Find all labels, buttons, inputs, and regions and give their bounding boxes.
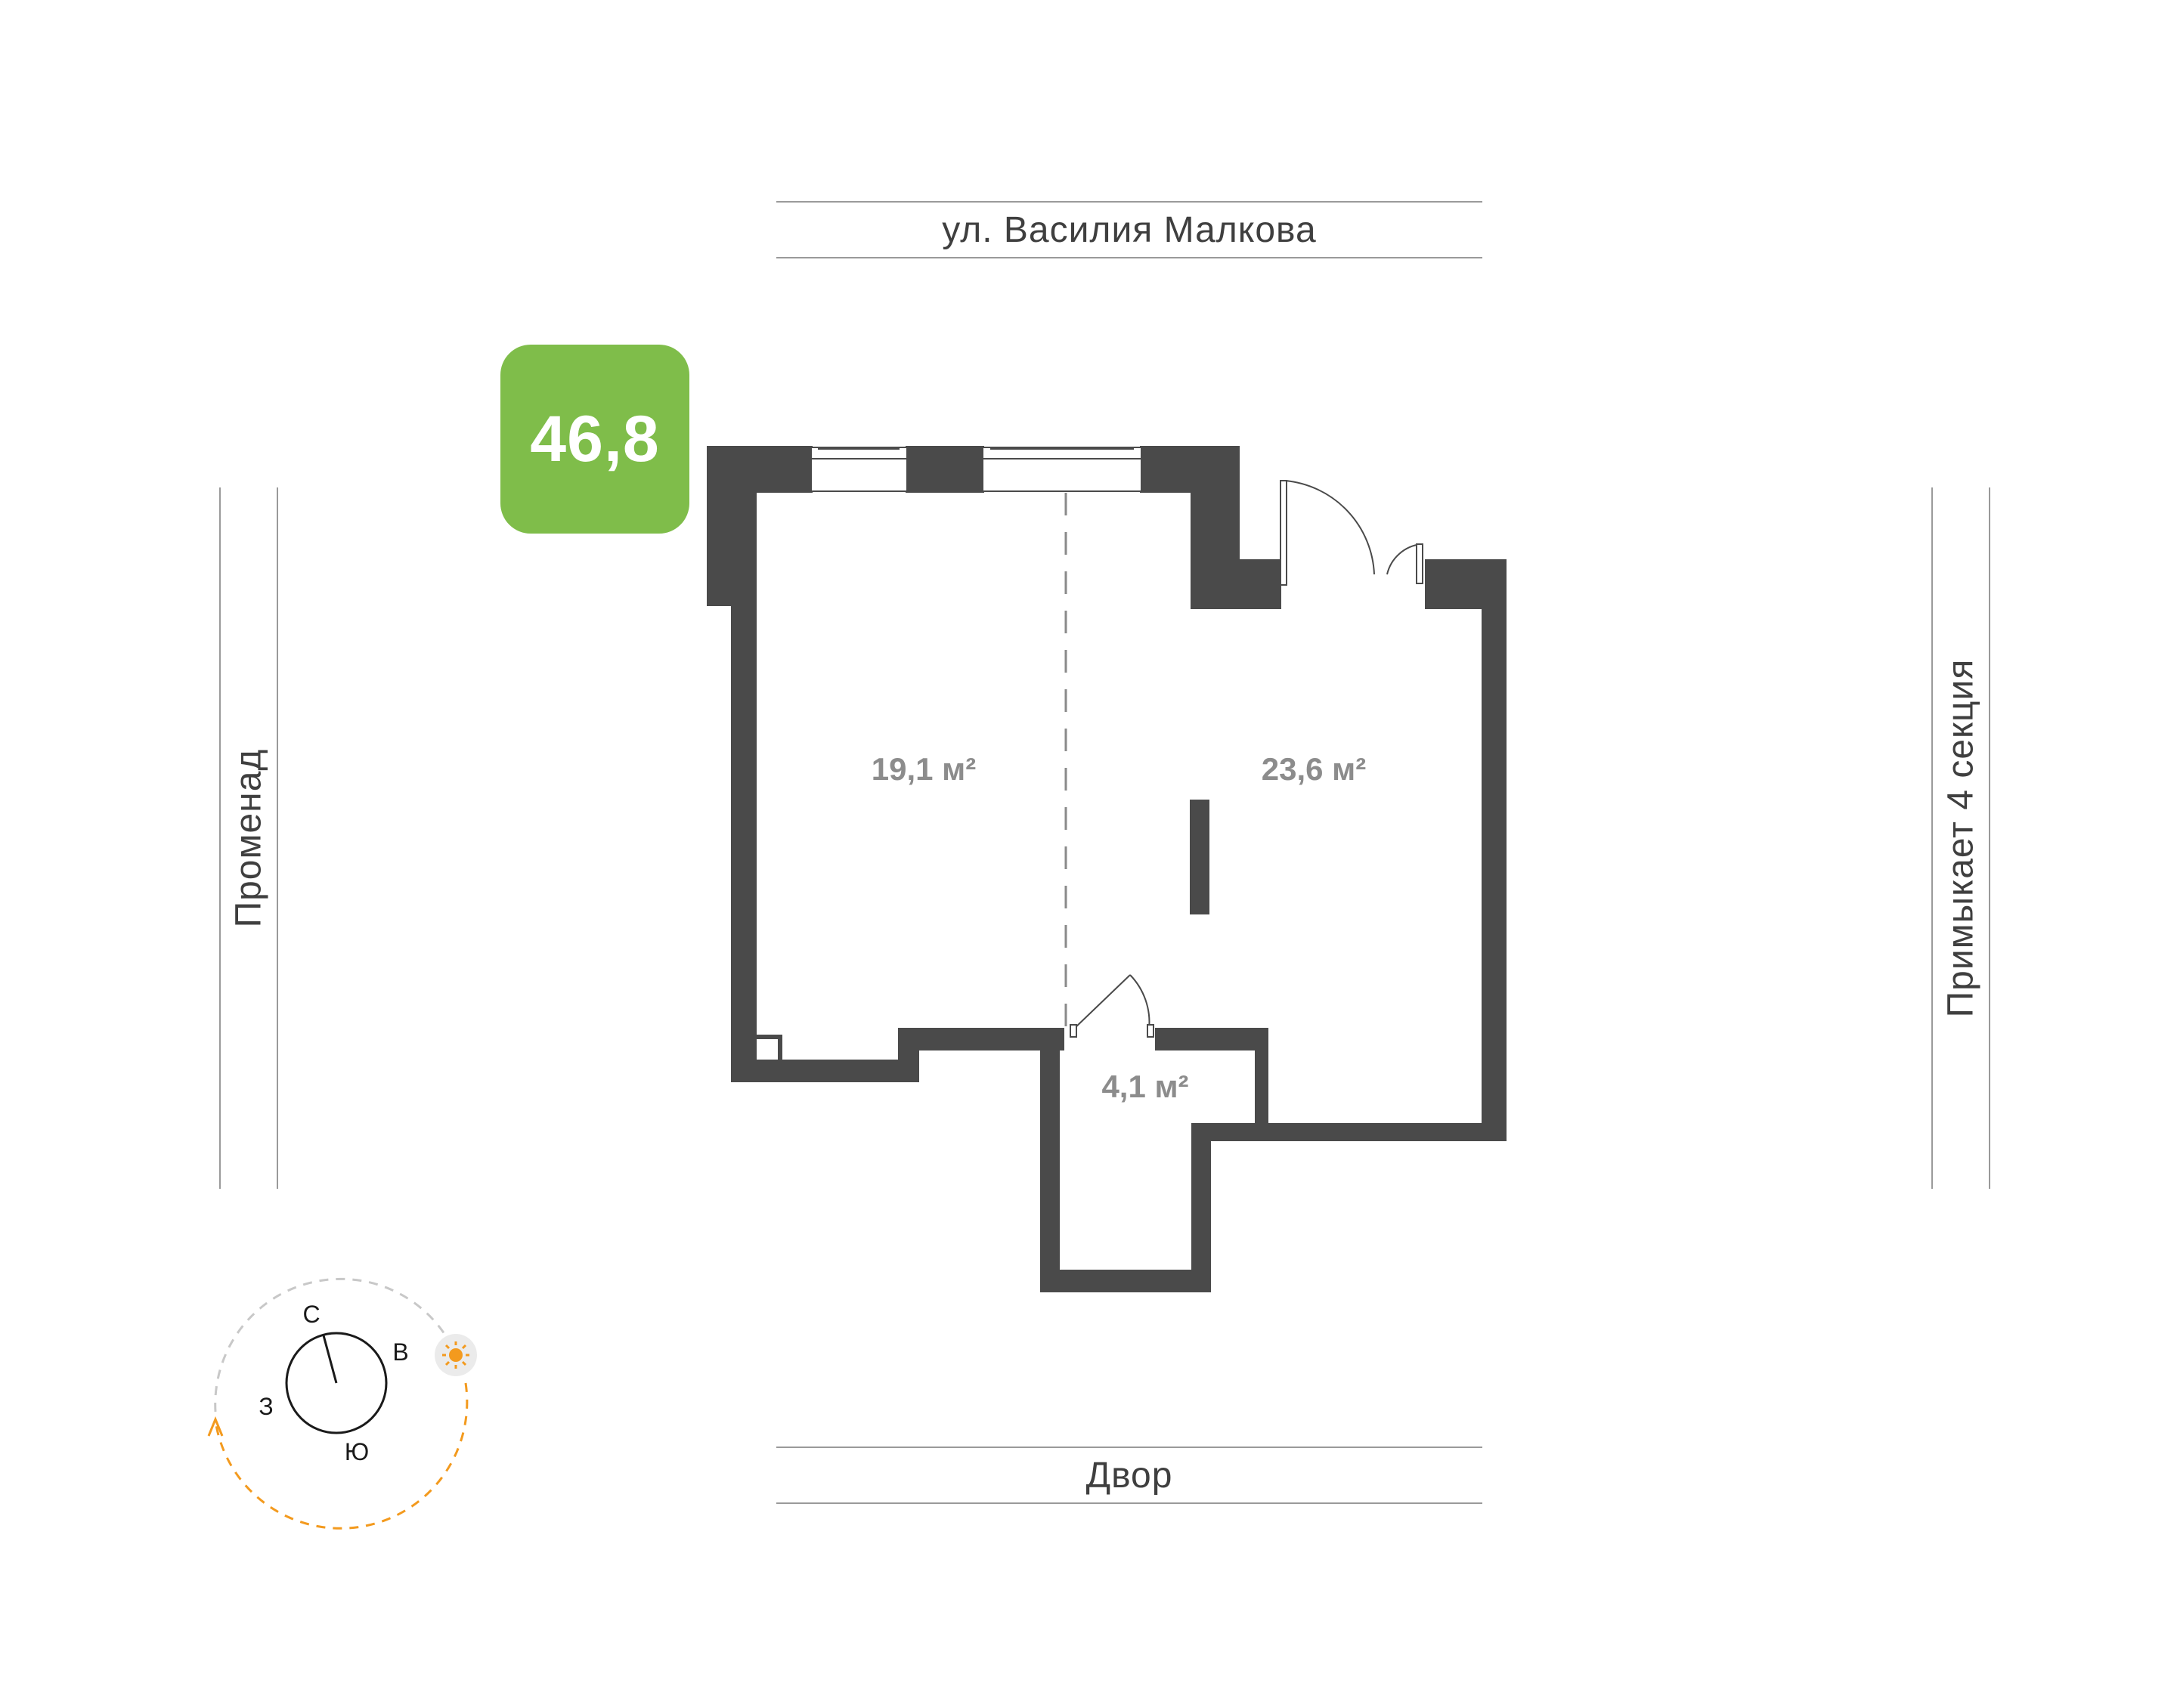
street-bottom: Двор [776, 1447, 1482, 1504]
wall [1191, 1123, 1507, 1141]
total-area-badge: 46,8 [500, 345, 689, 534]
street-right: Примыкает 4 секция [1931, 487, 1990, 1189]
street-top-label: ул. Василия Малкова [942, 209, 1317, 250]
compass-dial [285, 1332, 388, 1434]
walls [707, 446, 1507, 1292]
window [810, 447, 908, 492]
room-area-label: 23,6 м² [1262, 751, 1366, 787]
compass-north: С [302, 1301, 320, 1328]
wall [1155, 1028, 1268, 1050]
wall-pillar [1190, 800, 1209, 914]
total-area-value: 46,8 [530, 402, 660, 475]
sun-path-arrow-icon [207, 1416, 224, 1437]
compass-east: В [392, 1338, 408, 1366]
compass-orbit [214, 1277, 457, 1413]
storage-door [1070, 974, 1154, 1038]
compass: С В Ю З [207, 1277, 477, 1530]
compass-needle [322, 1335, 338, 1384]
compass-south: Ю [345, 1438, 369, 1465]
wall [1191, 559, 1281, 609]
sun-path [214, 1382, 469, 1530]
room-area-label: 19,1 м² [872, 751, 976, 787]
street-left: Променад [219, 487, 278, 1189]
compass-west: З [259, 1393, 273, 1420]
wall [731, 446, 757, 1082]
window [982, 447, 1142, 492]
wall [1040, 1270, 1211, 1292]
room-area-label: 4,1 м² [1101, 1069, 1188, 1104]
wall [898, 1028, 1064, 1050]
wall [906, 446, 984, 493]
wall [1191, 1125, 1211, 1292]
shaft [752, 1035, 782, 1065]
windows [810, 447, 1142, 492]
street-bottom-label: Двор [1085, 1455, 1173, 1496]
entrance-door [1280, 480, 1423, 586]
street-top: ул. Василия Малкова [776, 201, 1482, 258]
wall [1255, 1028, 1268, 1126]
wall [1040, 1028, 1060, 1292]
sun-icon [435, 1334, 477, 1376]
wall [1482, 559, 1507, 1141]
